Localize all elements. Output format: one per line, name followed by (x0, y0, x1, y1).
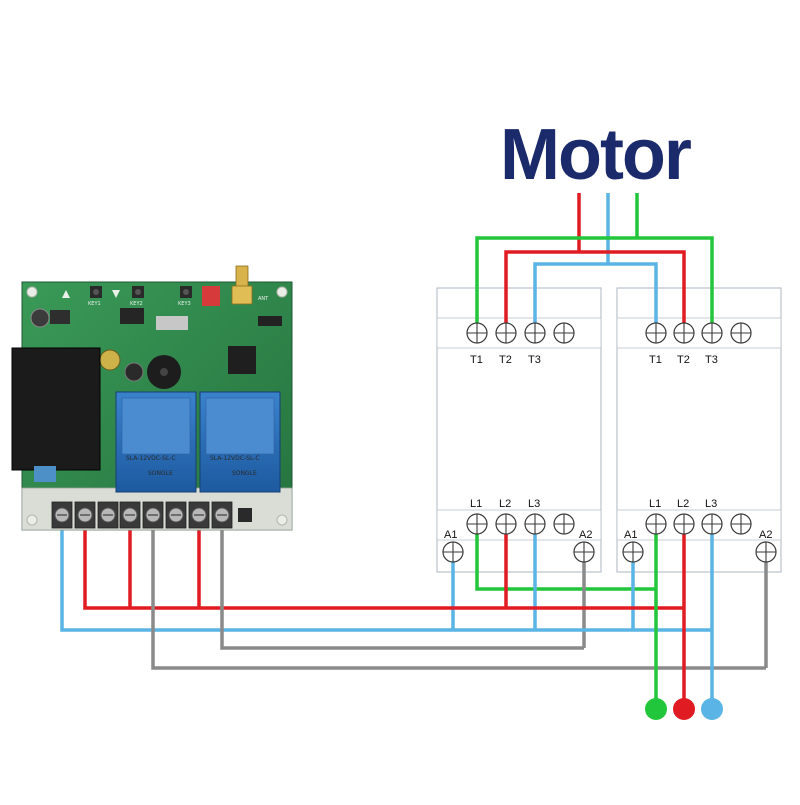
right-t1-label: T1 (649, 354, 662, 366)
key1-label: KEY1 (88, 301, 101, 307)
dip-switch (202, 286, 220, 306)
wire-green-top (475, 236, 714, 333)
right-l3-label: L3 (705, 498, 717, 510)
board-terminal-8 (211, 501, 233, 529)
relay-2-model: SLA-12VDC-SL-C (210, 455, 260, 462)
transformer (11, 347, 101, 471)
right-top-screw-3 (701, 322, 723, 344)
right-t3-label: T3 (705, 354, 718, 366)
board-side-button (238, 508, 252, 522)
left-l3-label: L3 (528, 498, 540, 510)
right-bottom-screw-4 (730, 513, 752, 535)
right-t2-label: T2 (677, 354, 690, 366)
right-l2-label: L2 (677, 498, 689, 510)
right-bottom-screw-1 (645, 513, 667, 535)
left-a2-label: A2 (579, 529, 592, 541)
right-a1-screw (622, 541, 644, 563)
right-bottom-screw-2 (673, 513, 695, 535)
left-top-screw-3 (524, 322, 546, 344)
board-terminal-2 (74, 501, 96, 529)
wire-ctrl-gray-b (220, 520, 584, 650)
right-top-screw-4 (730, 322, 752, 344)
wire-blue-top (533, 262, 658, 333)
left-t1-label: T1 (470, 354, 483, 366)
board-terminal-6 (165, 501, 187, 529)
key3-label: KEY3 (178, 301, 191, 307)
left-bottom-screw-1 (466, 513, 488, 535)
board-terminal-4 (119, 501, 141, 529)
relay-2: SLA-12VDC-SL-C SONGLE (199, 391, 281, 493)
key2-label: KEY2 (130, 301, 143, 307)
board-terminal-block (51, 501, 233, 529)
right-l1-label: L1 (649, 498, 661, 510)
relay-2-brand: SONGLE (232, 470, 257, 477)
left-l1-label: L1 (470, 498, 482, 510)
wire-red-top (504, 250, 686, 333)
board-terminal-1 (51, 501, 73, 529)
right-a2-label: A2 (759, 529, 772, 541)
wire-ctrl-red (83, 520, 684, 610)
contactor-left (436, 287, 602, 573)
right-top-screw-2 (673, 322, 695, 344)
right-a2-screw (755, 541, 777, 563)
left-a1-screw (442, 541, 464, 563)
antenna-connector: ANT (231, 265, 269, 305)
left-l2-label: L2 (499, 498, 511, 510)
wire-left-l1-green (475, 524, 656, 591)
blue-dot (701, 698, 723, 720)
left-bottom-screw-3 (524, 513, 546, 535)
left-a2-screw (573, 541, 595, 563)
left-top-screw-2 (495, 322, 517, 344)
relay-1-brand: SONGLE (148, 470, 173, 477)
board-buttons: KEY1 KEY2 KEY3 (62, 286, 192, 307)
red-dot (673, 698, 695, 720)
relay-1-model: SLA-12VDC-SL-C (126, 455, 176, 462)
left-top-screw-1 (466, 322, 488, 344)
right-bottom-screw-3 (701, 513, 723, 535)
motor-title: Motor (500, 115, 692, 195)
wires (60, 193, 768, 704)
board-terminal-3 (97, 501, 119, 529)
wire-ctrl-gray-a (151, 520, 766, 670)
green-dot (645, 698, 667, 720)
supply-dots (645, 698, 723, 720)
left-bottom-screw-4 (553, 513, 575, 535)
board-terminal-5 (142, 501, 164, 529)
board-terminal-7 (188, 501, 210, 529)
wire-ctrl-blue (60, 520, 712, 632)
left-bottom-screw-2 (495, 513, 517, 535)
left-a1-label: A1 (444, 529, 457, 541)
screw-terminals (442, 322, 777, 563)
contactor-right (616, 287, 782, 573)
relay-1: SLA-12VDC-SL-C SONGLE (115, 391, 197, 493)
right-top-screw-1 (645, 322, 667, 344)
terminal-labels: T1 T2 T3 L1 L2 L3 A1 A2 T1 T2 T3 L1 L2 L… (444, 354, 772, 541)
right-a1-label: A1 (624, 529, 637, 541)
left-t3-label: T3 (528, 354, 541, 366)
controller-board: ANT KEY1 KEY2 KEY3 (11, 265, 293, 531)
left-top-screw-4 (553, 322, 575, 344)
antenna-label: ANT (258, 296, 269, 302)
left-t2-label: T2 (499, 354, 512, 366)
